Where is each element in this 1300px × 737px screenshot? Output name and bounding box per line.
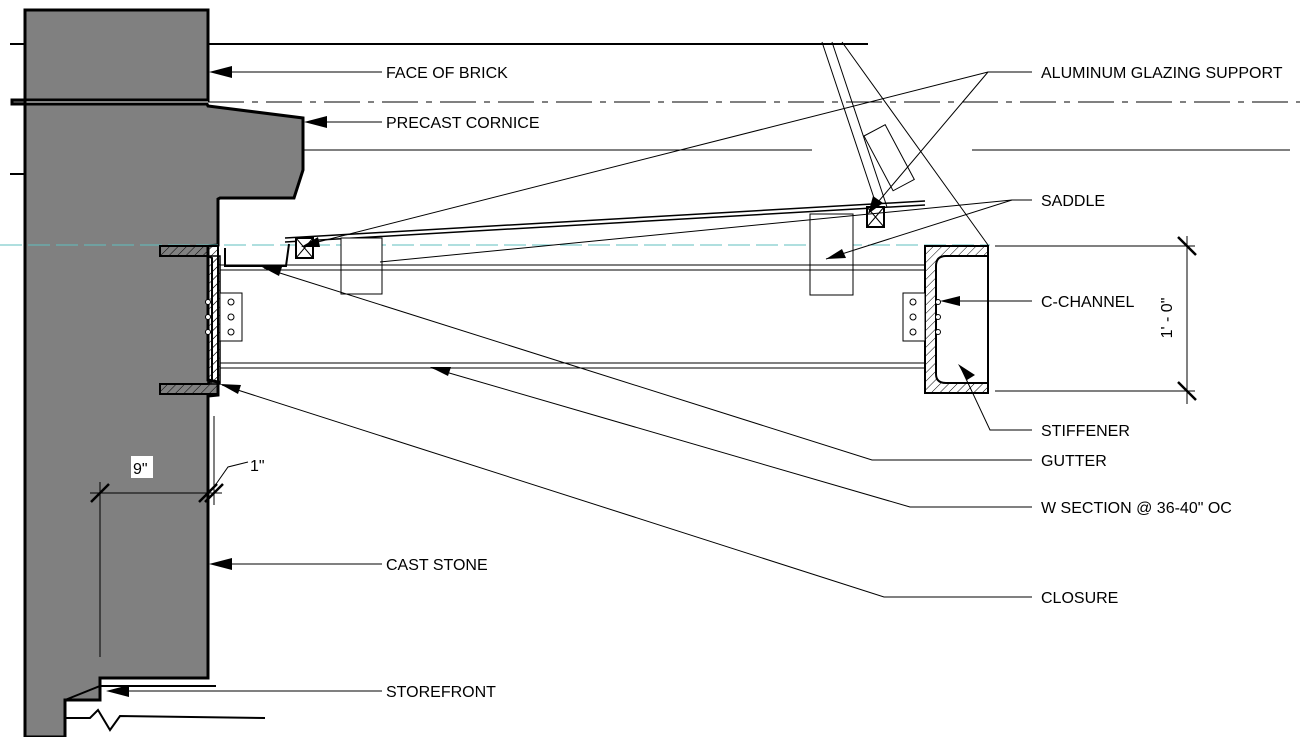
storefront-edge (64, 685, 216, 701)
arrowhead-w-section (430, 367, 451, 376)
label-gutter: GUTTER (1041, 453, 1107, 470)
arrowhead-c-channel (940, 296, 960, 306)
leader-stiffener (959, 365, 1032, 431)
leader-arrowheads (106, 66, 327, 697)
c-channel-bolt-holes (909, 298, 941, 336)
leader-w-section (431, 367, 1032, 508)
dim-tick-bottom (1177, 381, 1197, 401)
dim-9-label-bg (131, 456, 153, 478)
leader-closure (221, 384, 1032, 598)
dim-1-leader (213, 461, 249, 488)
label-face-of-brick: FACE OF BRICK (386, 65, 508, 82)
dim-1-label: 1" (250, 458, 265, 475)
arrowhead-glazing-support-left (301, 237, 320, 247)
diagonal-glazing-line-2 (831, 41, 888, 208)
leader-aluminum-glazing-support-right (872, 71, 989, 209)
dim-depth-label: 1' - 0" (1159, 298, 1176, 339)
label-w-section: W SECTION @ 36-40" OC (1041, 500, 1232, 517)
dim-9-tick-left (90, 483, 110, 503)
wall-channel-web (207, 255, 221, 385)
label-storefront: STOREFRONT (386, 684, 496, 701)
arrowhead-stiffener (958, 364, 975, 380)
label-saddle: SADDLE (1041, 193, 1105, 210)
dim-9-label: 9" (133, 461, 148, 478)
leader-saddle-left (379, 199, 1013, 263)
masonry-wall (10, 8, 305, 737)
label-stiffener: STIFFENER (1041, 423, 1130, 440)
sloped-glazing-top (284, 200, 926, 239)
label-c-channel: C-CHANNEL (1041, 294, 1134, 311)
leader-gutter (263, 267, 1032, 461)
c-channel-right (924, 245, 989, 394)
glazing-support-block-left (295, 237, 314, 259)
arrowhead-gutter (262, 267, 282, 276)
diagonal-glazing-line-3 (841, 41, 989, 246)
saddle-right (809, 213, 854, 296)
diagonal-glazing-line-1 (821, 41, 878, 208)
gutter-profile (224, 243, 290, 267)
label-cast-stone: CAST STONE (386, 557, 488, 574)
arrowhead-closure (220, 384, 241, 394)
sloped-glazing-bottom (284, 204, 926, 243)
label-closure: CLOSURE (1041, 590, 1118, 607)
arrowhead-saddle (826, 249, 846, 259)
glazing-mullion-block (863, 124, 915, 192)
label-aluminum-glazing-support: ALUMINUM GLAZING SUPPORT (1041, 65, 1283, 82)
arrowhead-glazing-support-right (868, 196, 883, 214)
dim-tick-top (1177, 236, 1197, 256)
label-precast-cornice: PRECAST CORNICE (386, 115, 540, 132)
wall-bolt-holes (205, 298, 235, 336)
storefront-break-line (65, 708, 266, 732)
saddle-left (340, 237, 383, 295)
